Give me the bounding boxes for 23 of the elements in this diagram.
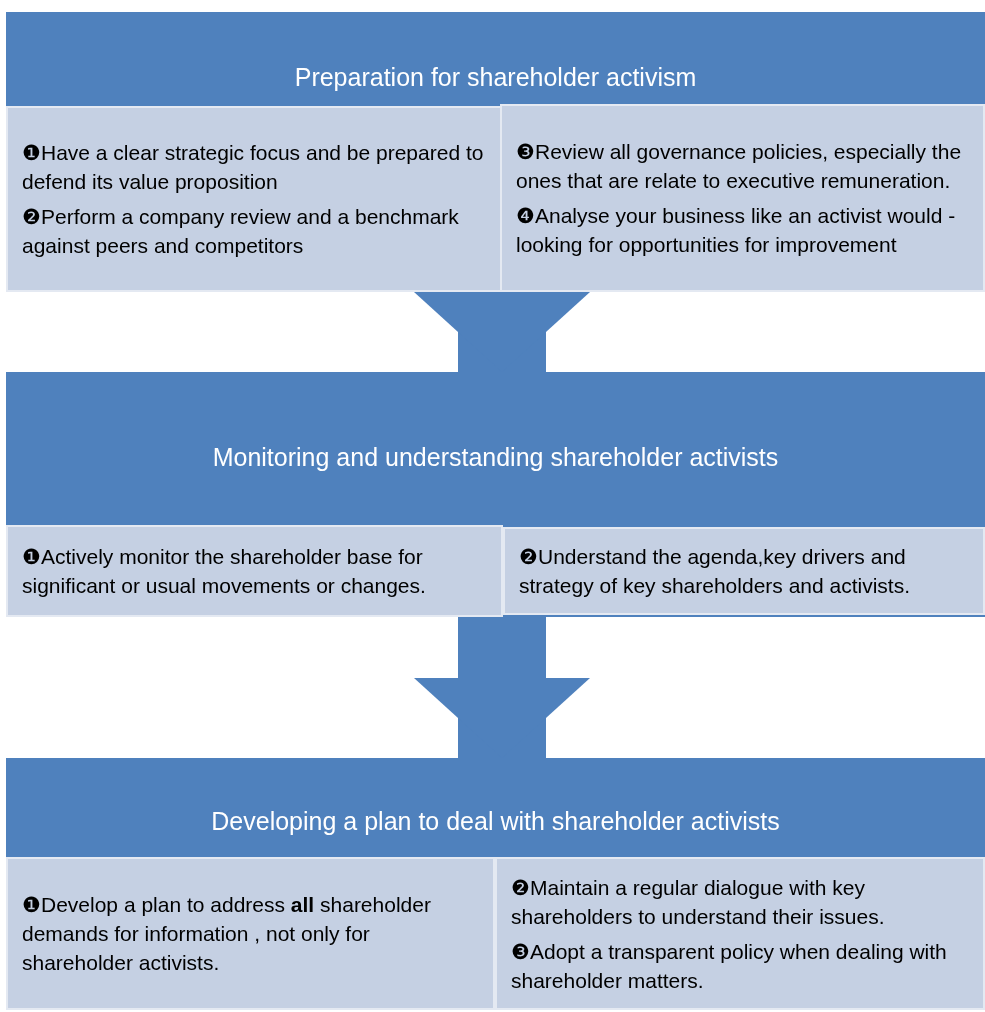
bullet-text: ❷Understand the agenda,key drivers and strategy of key shareholders and activists. <box>519 544 912 599</box>
text-panel <box>6 106 502 292</box>
bullet-text: ❷Maintain a regular dialogue with key shareholders to understand their issues. <box>511 874 886 930</box>
stage-band <box>6 12 985 292</box>
stage-title: Monitoring and understanding shareholder activists <box>211 442 780 472</box>
bullet-text: ❹Analyse your business like an activist would -looking for opportunities for improvement <box>516 203 957 258</box>
stage-band <box>6 758 985 1010</box>
chevron-arrow <box>414 292 590 372</box>
stage-title: Preparation for shareholder activism <box>293 62 698 92</box>
text-panel <box>6 857 495 1010</box>
chevron-arrow <box>414 617 590 758</box>
text-panel <box>503 527 985 615</box>
bullet-text: ❶Have a clear strategic focus and be prepared to defend its value proposition <box>22 140 485 195</box>
stage-title: Developing a plan to deal with shareholder activists <box>210 806 781 836</box>
bullet-text: ❶Actively monitor the shareholder base for significant or usual movements or changes. <box>22 544 427 599</box>
stage-band <box>6 372 985 617</box>
bullet-text: ❸Review all governance policies, especially the ones that are relate to executive remuneration. <box>516 139 963 194</box>
bullet-text: ❸Adopt a transparent policy when dealing with shareholder matters. <box>511 938 948 994</box>
text-panel <box>6 525 503 617</box>
text-panel <box>495 857 985 1010</box>
text-panel <box>500 104 985 292</box>
bullet-text: ❶Develop a plan to address all shareholder demands for information , not only for shareholder activists. <box>22 892 432 976</box>
bullet-text: ❷Perform a company review and a benchmark against peers and competitors <box>22 204 460 259</box>
